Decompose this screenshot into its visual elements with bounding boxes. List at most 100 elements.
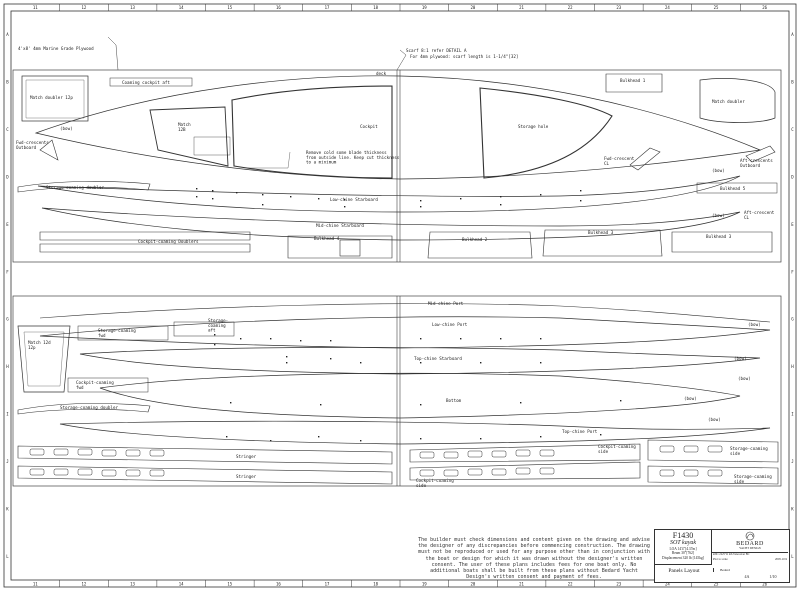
grid-row-label: H [791, 364, 794, 369]
label-stringer-2: Stringer [236, 474, 257, 479]
grid-col-label: 11 [33, 5, 38, 10]
label-bow-bottom-2: (bow) [734, 356, 747, 361]
stringer-cutout [683, 445, 699, 453]
stringer-cutout [515, 467, 531, 475]
fastener-mark [480, 438, 482, 440]
grid-row-label: K [791, 506, 794, 511]
grid-col-label: 12 [82, 5, 87, 10]
fastener-mark [460, 338, 462, 340]
label-bow-top: (bow) [60, 126, 73, 131]
title-block-left: F1430 SOT kayak LOA 14'4"[4.37m] Beam 30… [655, 530, 712, 565]
fastener-mark [420, 338, 422, 340]
grid-col-label: 18 [373, 5, 378, 10]
fastener-mark [540, 338, 542, 340]
grid-col-label: 15 [227, 5, 232, 10]
grid-row-label: C [791, 127, 794, 132]
fastener-mark [540, 436, 542, 438]
stringer-cutout [491, 450, 507, 458]
stringer-cutout [419, 451, 435, 459]
fastener-mark [196, 188, 198, 190]
label-bottom: Bottom [446, 398, 462, 403]
grid-col-label: 22 [568, 582, 573, 587]
title-block-logo: BEDARD YACHT DESIGN [712, 530, 788, 553]
grid-col-label: 23 [616, 582, 621, 587]
fastener-mark [360, 362, 362, 364]
label-storage-hole: Storage hole [518, 124, 549, 129]
grid-row-label: L [6, 554, 9, 559]
fastener-mark [226, 436, 228, 438]
label-bow-bottom-3: (bow) [738, 376, 751, 381]
stringer-cutout [659, 445, 675, 453]
stringer-cutout [77, 468, 93, 476]
grid-col-label: 22 [568, 5, 573, 10]
grid-row-label: G [6, 317, 9, 322]
fastener-mark [500, 338, 502, 340]
label-deck: deck [376, 71, 387, 76]
grid-col-label: 14 [179, 5, 184, 10]
grid-col-label: 21 [519, 5, 524, 10]
stringer-cutout [149, 449, 165, 457]
grid-row-label: I [6, 412, 9, 417]
deck-panel [34, 75, 762, 180]
address: #201 2225 W 4th Vancouver BC [713, 553, 750, 556]
stringer-cutout [707, 469, 723, 477]
coaming-cockpit-aft-part [109, 77, 193, 87]
title-block: F1430 SOT kayak LOA 14'4"[4.37m] Beam 30… [654, 529, 790, 583]
grid-col-label: 16 [276, 5, 281, 10]
stringer-cutout [125, 469, 141, 477]
stringer-cutout [467, 468, 483, 476]
grid-row-label: E [6, 222, 9, 227]
grid-col-label: 24 [665, 5, 670, 10]
grid-row-label: E [791, 222, 794, 227]
label-bow-bottom-5: (bow) [708, 417, 721, 422]
cockpit-coaming-doubler-1 [39, 231, 251, 241]
label-match-doubler-12p: Match doubler 12p [30, 95, 73, 100]
fastener-mark [236, 192, 238, 194]
stringer-cutout [467, 450, 483, 458]
grid-row-label: K [6, 506, 9, 511]
bottom-panel [99, 372, 741, 419]
bulkhead-3b-part [671, 231, 773, 253]
storage-coaming-side-part-2 [647, 465, 779, 485]
grid-col-label: 15 [227, 582, 232, 587]
bedard-logo-icon [745, 531, 755, 541]
label-bow-top-2: (bow) [712, 168, 725, 173]
cockpit-coaming-side-part [409, 443, 641, 463]
plywood-leader [107, 36, 119, 71]
fastener-mark [212, 190, 214, 192]
match-doubler-right [699, 78, 776, 123]
label-low-chine-port: Low-chine Port [432, 322, 468, 327]
grid-col-label: 14 [179, 582, 184, 587]
grid-col-label: 16 [276, 582, 281, 587]
scale-label: Plot to scale [713, 557, 728, 561]
model-specs: LOA 14'4"[4.37m] Beam 30"[762] Displacem… [661, 547, 705, 560]
fastener-mark [212, 198, 214, 200]
storage-coaming-doubler-bottom [17, 403, 151, 415]
stringer-2-part [17, 465, 393, 485]
grid-col-label: 11 [33, 582, 38, 587]
stringer-cutout [491, 468, 507, 476]
stringer-cutout [101, 469, 117, 477]
stringer-cutout [659, 469, 675, 477]
stringer-cutout [443, 469, 459, 477]
grid-row-label: I [791, 412, 794, 417]
fastener-mark [344, 199, 346, 201]
label-bulkhead-3b: Bulkhead 3 [706, 234, 732, 239]
stringer-cutout [29, 468, 45, 476]
top-chine-starboard-panel [79, 347, 761, 375]
fastener-mark [286, 356, 288, 358]
cockpit-coaming-fwd-part [67, 377, 149, 393]
stringer-cutout [515, 449, 531, 457]
model-number: F1430 [672, 531, 694, 540]
stringer-cutout [419, 469, 435, 477]
grid-row-label: A [791, 32, 794, 37]
fastener-mark [330, 358, 332, 360]
